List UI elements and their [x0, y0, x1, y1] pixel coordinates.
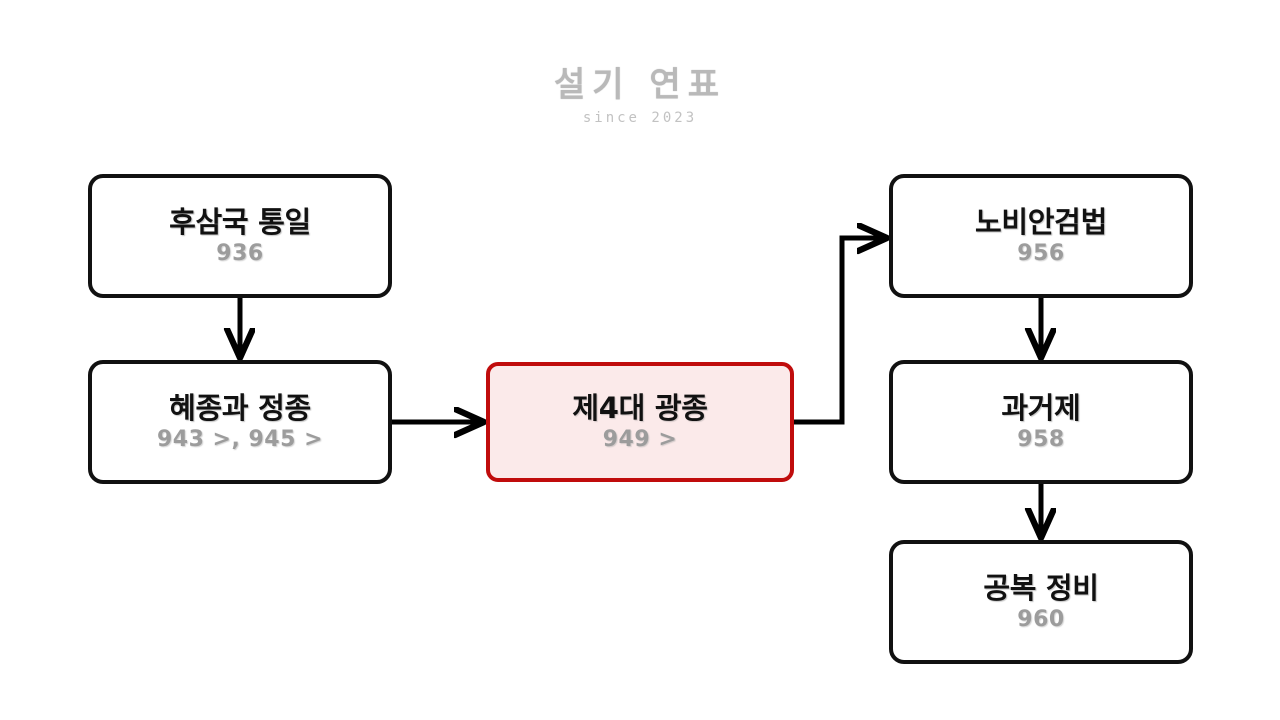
edge-gwangjong-to-nobi	[794, 238, 885, 425]
node-year: 949 >	[602, 427, 678, 453]
node-year: 956	[1017, 241, 1065, 267]
node-year: 960	[1017, 607, 1065, 633]
node-title: 공복 정비	[983, 570, 1099, 605]
logo-block: 설기 연표 since 2023	[0, 68, 1280, 125]
node-title: 혜종과 정종	[169, 390, 311, 425]
node-year: 958	[1017, 427, 1065, 453]
node-gwageoje[interactable]: 과거제 958	[889, 360, 1193, 484]
node-title: 후삼국 통일	[169, 204, 311, 239]
node-hyejong[interactable]: 혜종과 정종 943 >, 945 >	[88, 360, 392, 484]
node-nobi-angeombeop[interactable]: 노비안검법 956	[889, 174, 1193, 298]
node-year: 943 >, 945 >	[156, 427, 324, 453]
node-title: 노비안검법	[975, 204, 1107, 239]
node-year: 936	[216, 241, 264, 267]
node-gwangjong-highlighted[interactable]: 제4대 광종 949 >	[486, 362, 794, 482]
node-gongbok-jeongbi[interactable]: 공복 정비 960	[889, 540, 1193, 664]
node-unification[interactable]: 후삼국 통일 936	[88, 174, 392, 298]
node-title: 제4대 광종	[572, 390, 708, 425]
node-title: 과거제	[1001, 390, 1081, 425]
logo-subtitle: since 2023	[582, 110, 698, 126]
logo-title: 설기 연표	[554, 65, 726, 105]
